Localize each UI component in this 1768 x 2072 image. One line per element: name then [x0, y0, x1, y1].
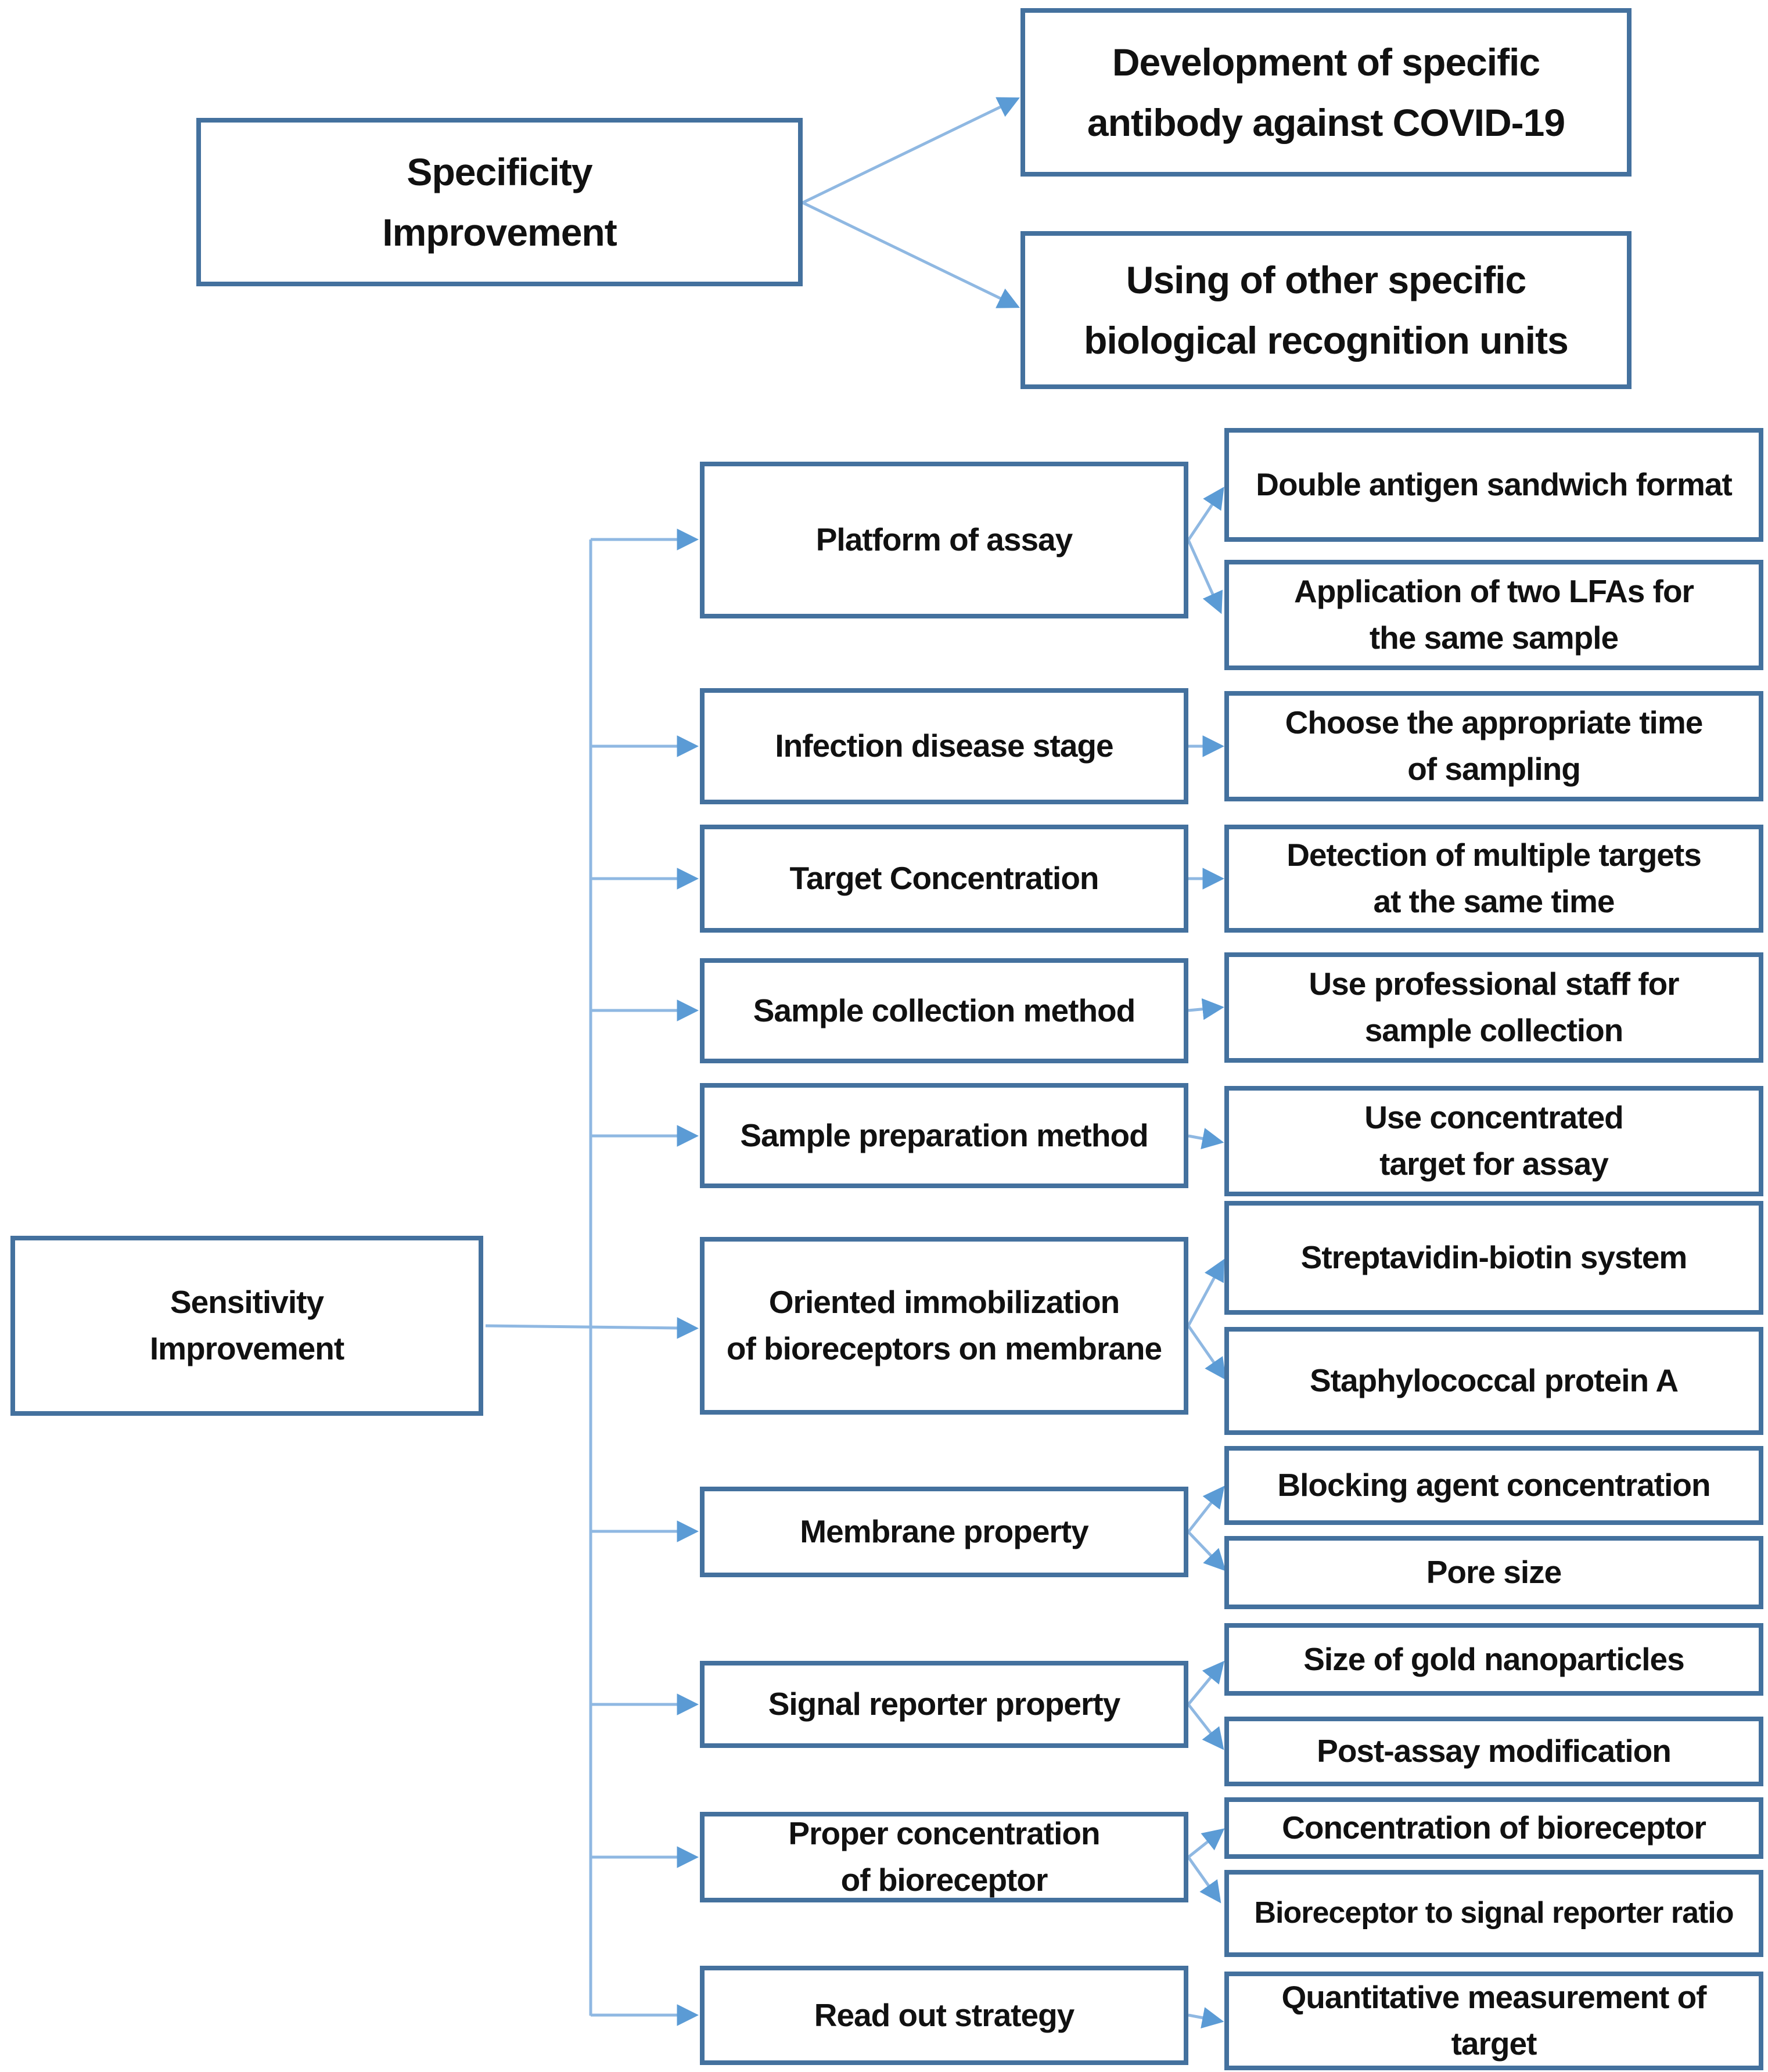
node-two-lfas-same-sample: Application of two LFAs for the same sam… [1224, 560, 1763, 670]
node-appropriate-sampling-time: Choose the appropriate time of sampling [1224, 691, 1763, 801]
node-label: Use professional staff for sample collec… [1309, 966, 1679, 1048]
node-bioreceptor-concentration: Concentration of bioreceptor [1224, 1797, 1763, 1859]
node-post-assay-modification: Post-assay modification [1224, 1717, 1763, 1786]
node-label: Signal reporter property [768, 1686, 1121, 1722]
node-double-antigen-sandwich: Double antigen sandwich format [1224, 428, 1763, 542]
node-label: Target Concentration [789, 860, 1099, 897]
node-label: Pore size [1426, 1554, 1562, 1591]
connector-oriented-to-protein-a [1187, 1325, 1227, 1380]
node-label: Sample preparation method [740, 1117, 1148, 1153]
connector-oriented-to-streptavidin [1187, 1258, 1225, 1327]
connector-platform-to-sandwich [1187, 487, 1224, 541]
node-proper-concentration-bioreceptor: Proper concentration of bioreceptor [700, 1812, 1188, 1902]
node-signal-reporter-property: Signal reporter property [700, 1661, 1188, 1748]
node-oriented-immobilization: Oriented immobilization of bioreceptors … [700, 1237, 1188, 1415]
node-label: Application of two LFAs for the same sam… [1294, 573, 1694, 656]
node-sensitivity-improvement: Sensitivity Improvement [10, 1236, 483, 1416]
node-platform-of-assay: Platform of assay [700, 462, 1188, 618]
node-blocking-agent-concentration: Blocking agent concentration [1224, 1446, 1763, 1525]
node-recognition-units: Using of other specific biological recog… [1020, 231, 1632, 389]
node-streptavidin-biotin-system: Streptavidin-biotin system [1224, 1201, 1763, 1315]
node-label: Choose the appropriate time of sampling [1285, 704, 1704, 787]
node-quantitative-measurement: Quantitative measurement of target [1224, 1972, 1763, 2070]
node-label: Read out strategy [814, 1997, 1075, 2033]
node-label: Post-assay modification [1317, 1733, 1672, 1769]
node-label: Sensitivity Improvement [149, 1284, 344, 1366]
node-label: Membrane property [800, 1513, 1088, 1550]
node-label: Double antigen sandwich format [1256, 466, 1733, 503]
node-gold-nanoparticle-size: Size of gold nanoparticles [1224, 1623, 1763, 1696]
connector-sensitivity-to-oriented [485, 1317, 699, 1339]
connector-membrane-to-blocking-agent [1187, 1485, 1225, 1533]
node-label: Size of gold nanoparticles [1303, 1641, 1684, 1677]
node-label: Platform of assay [815, 521, 1073, 558]
node-label: Bioreceptor to signal reporter ratio [1254, 1896, 1734, 1930]
node-read-out-strategy: Read out strategy [700, 1966, 1188, 2065]
node-specificity-improvement: Specificity Improvement [196, 118, 803, 286]
connector-signal-to-gold-size [1187, 1660, 1225, 1706]
connector-proper-to-bioreceptor-conc [1187, 1828, 1225, 1858]
node-label: Staphylococcal protein A [1309, 1362, 1679, 1399]
node-sample-preparation-method: Sample preparation method [700, 1083, 1188, 1188]
node-label: Blocking agent concentration [1277, 1467, 1710, 1503]
connector-membrane-to-pore-size [1187, 1531, 1226, 1571]
node-label: Streptavidin-biotin system [1300, 1239, 1688, 1276]
node-target-concentration: Target Concentration [700, 825, 1188, 933]
connector-specificity-to-antibody [802, 97, 1020, 204]
node-label: Sample collection method [753, 992, 1136, 1028]
node-label: Development of specific antibody against… [1087, 40, 1565, 144]
node-infection-disease-stage: Infection disease stage [700, 688, 1188, 804]
node-label: Specificity Improvement [382, 150, 617, 254]
connector-collection-to-professional-staff [1188, 998, 1224, 1020]
node-label: Concentration of bioreceptor [1282, 1810, 1706, 1846]
node-specific-antibody: Development of specific antibody against… [1020, 8, 1632, 177]
connector-signal-to-post-assay [1187, 1703, 1224, 1750]
connector-proper-to-reporter-ratio [1187, 1856, 1221, 1904]
connector-specificity-to-recognition-units [802, 201, 1020, 308]
node-label: Infection disease stage [775, 728, 1113, 764]
node-label: Detection of multiple targets at the sam… [1287, 837, 1702, 919]
connector-platform-to-two-lfas [1187, 539, 1223, 614]
node-bioreceptor-reporter-ratio: Bioreceptor to signal reporter ratio [1224, 1870, 1763, 1957]
node-multiple-targets-detection: Detection of multiple targets at the sam… [1224, 825, 1763, 933]
node-professional-staff-collection: Use professional staff for sample collec… [1224, 952, 1763, 1063]
node-label: Use concentrated target for assay [1364, 1099, 1624, 1182]
node-label: Proper concentration of bioreceptor [788, 1815, 1100, 1898]
node-staphylococcal-protein-a: Staphylococcal protein A [1224, 1327, 1763, 1435]
connector-readout-to-quantitative [1188, 2007, 1224, 2029]
node-membrane-property: Membrane property [700, 1487, 1188, 1577]
node-sample-collection-method: Sample collection method [700, 958, 1188, 1063]
node-pore-size: Pore size [1224, 1536, 1763, 1609]
node-label: Using of other specific biological recog… [1084, 258, 1569, 362]
node-label: Quantitative measurement of target [1281, 1979, 1707, 2062]
connector-preparation-to-concentrated-target [1188, 1128, 1224, 1150]
node-concentrated-target-assay: Use concentrated target for assay [1224, 1086, 1763, 1196]
node-label: Oriented immobilization of bioreceptors … [726, 1284, 1162, 1366]
